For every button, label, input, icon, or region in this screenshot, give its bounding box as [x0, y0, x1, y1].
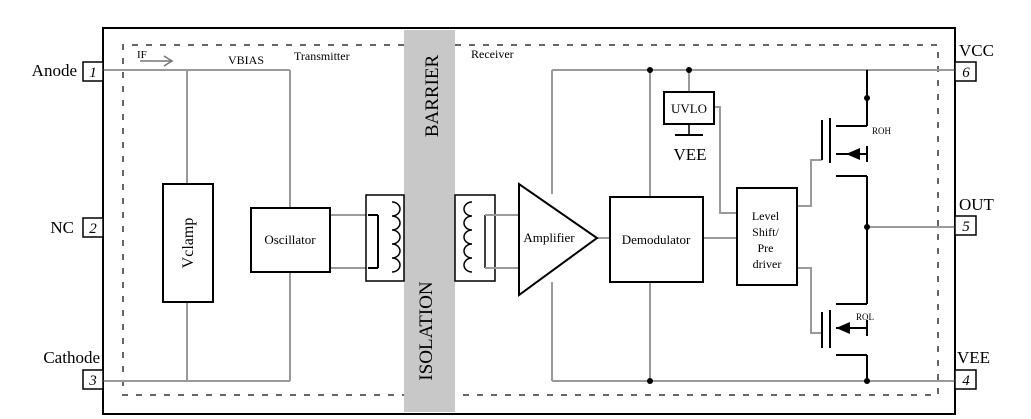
uvlo-label: UVLO [671, 101, 707, 116]
receiver-coil [454, 194, 496, 282]
pin-number-5: 5 [962, 219, 970, 235]
low-side-transistor [821, 227, 868, 381]
oscillator-block [250, 207, 331, 273]
vclamp-label: Vclamp [180, 218, 197, 269]
pin-number-6: 6 [962, 65, 970, 81]
level-shift-block [736, 187, 798, 286]
barrier-label: BARRIER [422, 55, 443, 138]
junction-dot [686, 67, 692, 73]
pin-label-cathode: Cathode [43, 348, 100, 367]
pin-box-2 [82, 217, 104, 238]
pin-label-vcc: VCC [959, 41, 994, 60]
level-shift-line: Shift/ [752, 225, 779, 239]
pin-box-1 [82, 61, 104, 82]
pin-number-4: 4 [962, 373, 970, 389]
receiver-label: Receiver [471, 47, 514, 61]
pin-number-1: 1 [89, 65, 97, 81]
high-side-transistor [821, 70, 868, 227]
amplifier-label: Amplifier [523, 230, 575, 245]
pin-number-3: 3 [88, 373, 97, 389]
vbias-label: VBIAS [228, 53, 264, 67]
transmitter-label: Transmitter [294, 49, 350, 63]
level-shift-line: driver [753, 257, 782, 271]
isolation-barrier [404, 30, 455, 412]
junction-dot [647, 378, 653, 384]
pin-box-5 [954, 215, 977, 236]
oscillator-label: Oscillator [264, 232, 316, 247]
transmitter-region [122, 44, 404, 396]
amplifier-block [518, 182, 599, 297]
roh-label: ROH [872, 126, 892, 136]
demodulator-label: Demodulator [622, 232, 691, 247]
uvlo-vee-label: VEE [673, 145, 706, 164]
pin-label-anode: Anode [32, 61, 77, 80]
isolation-label: ISOLATION [416, 281, 437, 380]
vclamp-block [162, 183, 214, 303]
uvlo-to-level-wire [714, 106, 737, 214]
pin-box-6 [954, 61, 977, 82]
level-to-low-fet-wire [797, 267, 822, 334]
level-shift-label: Level Shift/ Pre driver [752, 209, 782, 271]
level-shift-line: Level [752, 209, 780, 223]
if-label: IF [137, 49, 147, 61]
pin-number-2: 2 [89, 221, 97, 237]
pin-label-vee: VEE [957, 348, 990, 367]
transmitter-coil [365, 194, 405, 282]
pin-box-3 [82, 369, 104, 390]
level-to-high-fet-wire [797, 159, 822, 207]
pin-label-out: OUT [959, 195, 995, 214]
demodulator-block [609, 196, 704, 283]
pin-label-nc: NC [50, 218, 74, 237]
if-arrow-head [163, 55, 174, 67]
receiver-region [455, 44, 939, 396]
rol-label: ROL [856, 312, 874, 322]
level-shift-line: Pre [758, 241, 774, 255]
junction-dot [647, 67, 653, 73]
pin-box-4 [954, 369, 977, 390]
